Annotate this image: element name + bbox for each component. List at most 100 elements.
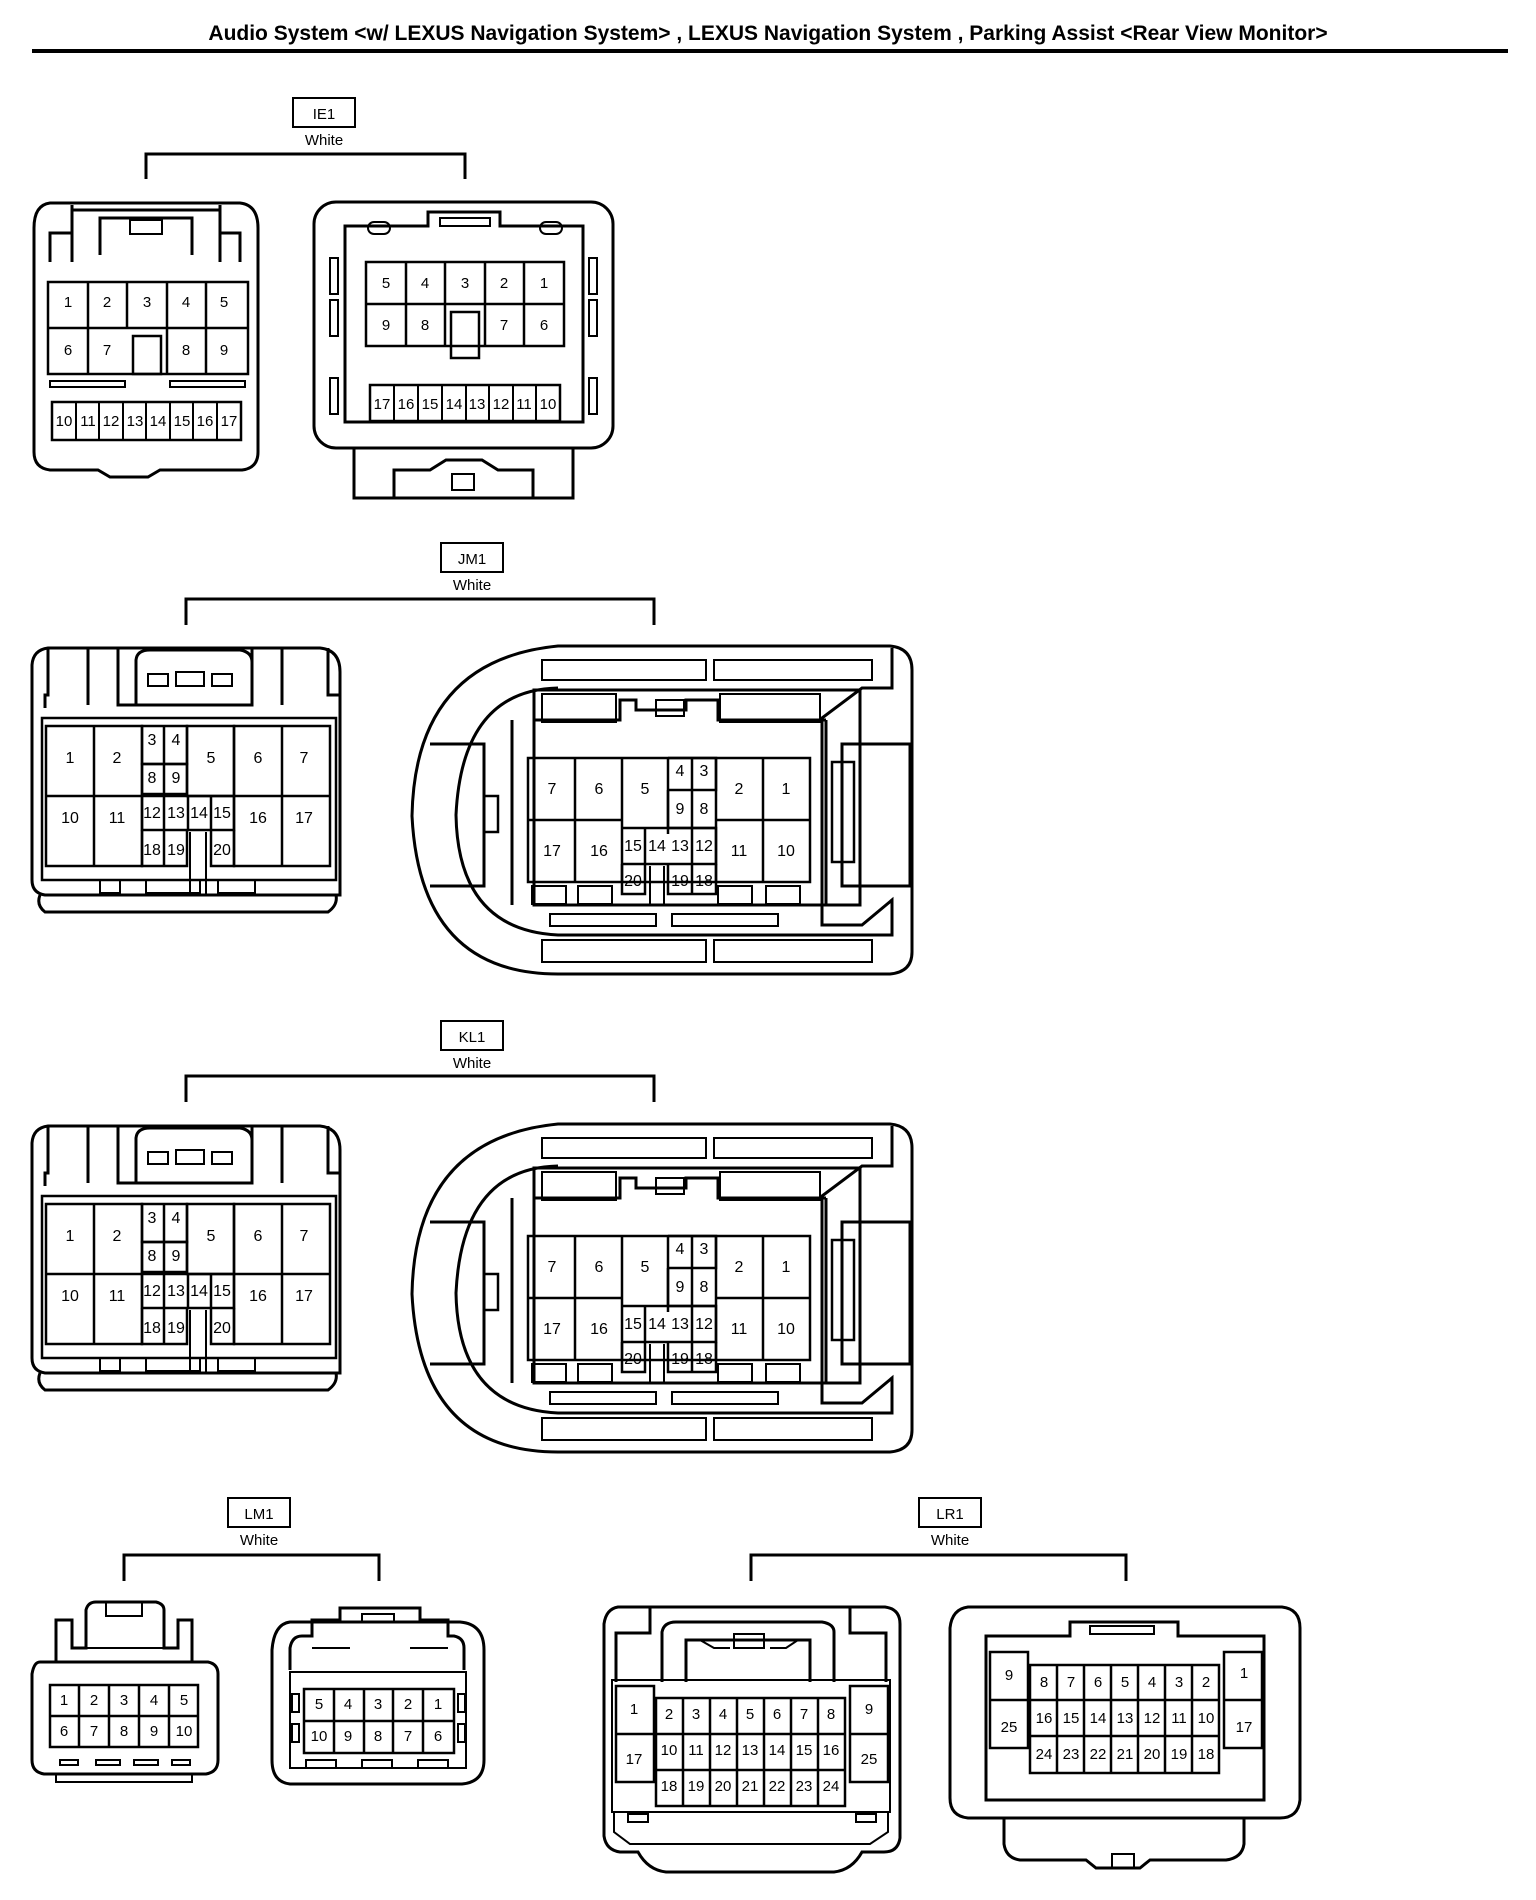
pin-number: 7	[548, 1259, 557, 1276]
pin-number: 12	[1144, 1710, 1161, 1727]
pin-number: 10	[176, 1723, 193, 1740]
pin-number: 2	[665, 1706, 673, 1723]
pin-number: 8	[374, 1728, 382, 1745]
pin-number: 15	[1063, 1710, 1080, 1727]
pin-number: 5	[220, 294, 228, 311]
pin-number: 4	[172, 1210, 181, 1227]
pin-number: 12	[143, 1283, 161, 1300]
connector-lr1-male	[948, 1605, 1302, 1870]
label-ie1: IE1 White	[144, 97, 467, 179]
pin-number: 12	[493, 396, 510, 413]
pin-number: 16	[1036, 1710, 1053, 1727]
pin-number: 15	[796, 1742, 813, 1759]
connector-color-lm1: White	[240, 1532, 278, 1549]
pin-number: 13	[127, 413, 144, 430]
pin-number: 16	[590, 843, 608, 860]
pin-number: 2	[500, 275, 508, 292]
pin-number: 13	[1117, 1710, 1134, 1727]
pin-number: 1	[66, 1228, 75, 1245]
pin-number: 9	[172, 770, 181, 787]
pin-number: 8	[148, 1248, 157, 1265]
pin-number: 11	[1171, 1710, 1187, 1727]
pin-number: 21	[1117, 1746, 1134, 1763]
pin-number: 13	[742, 1742, 759, 1759]
connector-id-lm1: LM1	[244, 1506, 273, 1523]
pin-number: 10	[61, 810, 79, 827]
pin-number: 1	[64, 294, 72, 311]
pin-number: 24	[1036, 1746, 1053, 1763]
pin-number: 3	[461, 275, 469, 292]
pin-number: 3	[700, 1241, 709, 1258]
pin-number: 2	[1202, 1674, 1210, 1691]
pin-number: 5	[641, 781, 650, 798]
connector-color-ie1: White	[305, 132, 343, 149]
pin-number: 10	[61, 1288, 79, 1305]
connector-color-kl1: White	[453, 1055, 491, 1072]
pin-number: 11	[109, 1288, 126, 1305]
pin-number: 17	[374, 396, 391, 413]
pin-number: 8	[421, 317, 429, 334]
pin-number: 13	[469, 396, 486, 413]
pin-number: 8	[827, 1706, 835, 1723]
pin-number: 20	[624, 873, 642, 890]
pin-number: 15	[624, 1316, 642, 1333]
pin-number: 10	[1198, 1710, 1215, 1727]
pin-number: 1	[782, 1259, 791, 1276]
pin-number: 7	[800, 1706, 808, 1723]
pin-number: 4	[172, 732, 181, 749]
pin-number: 18	[661, 1778, 678, 1795]
pin-number: 12	[695, 838, 713, 855]
pin-number: 6	[773, 1706, 781, 1723]
pin-number: 5	[746, 1706, 754, 1723]
pin-number: 19	[671, 1351, 689, 1368]
pin-number: 9	[676, 801, 685, 818]
pin-number: 14	[648, 838, 666, 855]
pin-number: 21	[742, 1778, 759, 1795]
pin-number: 2	[113, 750, 122, 767]
connector-color-jm1: White	[453, 577, 491, 594]
pin-number: 12	[103, 413, 120, 430]
pin-number: 15	[624, 838, 642, 855]
pin-number: 20	[715, 1778, 732, 1795]
pin-number: 7	[548, 781, 557, 798]
pin-number: 18	[143, 1320, 161, 1337]
pin-number: 5	[315, 1696, 323, 1713]
pin-number: 8	[148, 770, 157, 787]
connector-id-ie1: IE1	[313, 106, 336, 123]
pin-number: 20	[1144, 1746, 1161, 1763]
pin-number: 13	[167, 805, 185, 822]
pin-number: 16	[590, 1321, 608, 1338]
pin-number: 19	[1171, 1746, 1188, 1763]
pin-number: 8	[182, 342, 190, 359]
pin-number: 15	[422, 396, 439, 413]
pin-number: 23	[1063, 1746, 1080, 1763]
pin-number: 14	[190, 1283, 208, 1300]
pin-number: 10	[661, 1742, 678, 1759]
pin-number: 4	[182, 294, 190, 311]
pin-number: 19	[167, 1320, 185, 1337]
pin-number: 3	[148, 732, 157, 749]
pin-number: 5	[382, 275, 390, 292]
pin-number: 11	[80, 413, 96, 430]
pin-number: 3	[700, 763, 709, 780]
pin-number: 14	[1090, 1710, 1107, 1727]
pin-number: 9	[1005, 1667, 1013, 1684]
pin-number: 6	[64, 342, 72, 359]
pin-number: 2	[113, 1228, 122, 1245]
connector-kl1-male	[410, 1122, 914, 1454]
pin-number: 11	[688, 1742, 704, 1759]
pin-number: 18	[695, 873, 713, 890]
pin-number: 10	[777, 1321, 795, 1338]
pin-number: 8	[700, 801, 709, 818]
pin-number: 3	[374, 1696, 382, 1713]
pin-number: 18	[1198, 1746, 1215, 1763]
pin-number: 4	[344, 1696, 352, 1713]
pin-number: 19	[167, 842, 185, 859]
pin-number: 14	[648, 1316, 666, 1333]
pin-number: 12	[715, 1742, 732, 1759]
pin-number: 11	[731, 1321, 748, 1338]
pin-number: 9	[220, 342, 228, 359]
